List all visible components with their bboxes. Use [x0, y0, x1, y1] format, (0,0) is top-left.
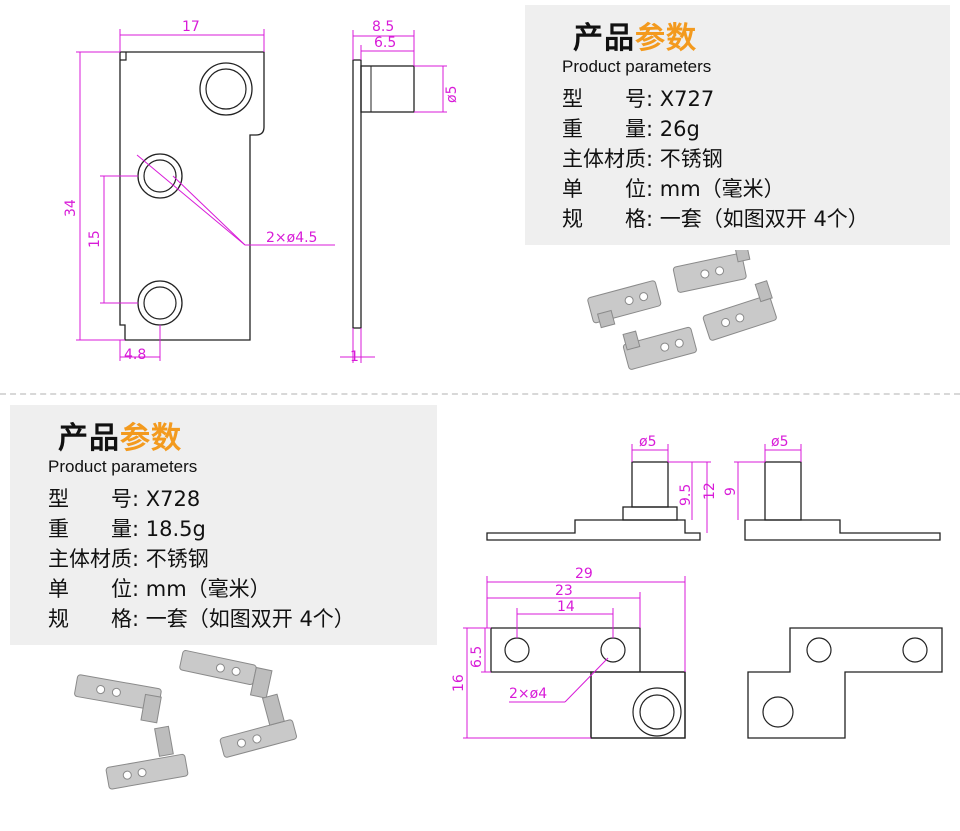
x728-row-model: 型 号: X728	[48, 483, 200, 513]
x728-planA-hole-1	[504, 637, 530, 663]
x728-planB-outline	[747, 627, 943, 739]
x728-product-photo	[74, 650, 297, 790]
x727-hole-1	[137, 153, 183, 199]
x728-row-material-value: 不锈钢	[145, 547, 209, 571]
x728-dim-width-holes: 14	[557, 599, 575, 615]
x727-side-pin	[360, 65, 415, 113]
x727-parameters-panel: 产品参数 Product parameters 型 号: X727 重 量: 2…	[525, 5, 950, 245]
x727-row-unit-label: 单 位:	[562, 177, 654, 201]
x727-row-material: 主体材质: 不锈钢	[562, 143, 723, 173]
x728-planA-outline	[491, 627, 686, 739]
x728-title-black: 产品	[58, 421, 120, 456]
x727-row-unit: 单 位: mm（毫米）	[562, 173, 785, 203]
x727-dim-holes: 2×ø4.5	[266, 230, 317, 246]
x728-title-orange: 参数	[120, 421, 182, 456]
x727-row-model: 型 号: X727	[562, 83, 714, 113]
x727-dim-pin-dia: ø5	[444, 86, 460, 103]
x728-row-weight-value: 18.5g	[145, 517, 206, 541]
x727-dim-width: 17	[182, 19, 200, 35]
x727-panel-subtitle: Product parameters	[562, 57, 712, 76]
x727-row-weight-label: 重 量:	[562, 117, 654, 141]
x727-row-material-label: 主体材质:	[562, 147, 654, 171]
x728-planB-pin	[762, 696, 794, 728]
x727-row-weight: 重 量: 26g	[562, 113, 700, 143]
x727-row-weight-value: 26g	[659, 117, 700, 141]
x728-row-unit-label: 单 位:	[48, 577, 140, 601]
x727-row-model-label: 型 号:	[562, 87, 654, 111]
x728-dim-pin-dia-a: ø5	[639, 434, 656, 450]
x728-row-model-label: 型 号:	[48, 487, 140, 511]
x728-dim-width-total: 29	[575, 566, 593, 582]
x728-row-spec: 规 格: 一套（如图双开 4个）	[48, 603, 355, 633]
x728-row-material-label: 主体材质:	[48, 547, 140, 571]
section-divider	[0, 393, 960, 395]
x728-parameters-panel: 产品参数 Product parameters 型 号: X728 重 量: 1…	[10, 405, 437, 645]
x727-dim-spacing: 15	[87, 230, 103, 248]
x727-title-black: 产品	[573, 21, 635, 56]
x727-dim-height: 34	[63, 199, 79, 217]
x728-dim-pin-h2: 12	[702, 482, 718, 500]
x728-dim-strip: 6.5	[469, 646, 485, 668]
x727-row-model-value: X727	[659, 87, 715, 111]
x728-dim-pin-h3: 9	[723, 487, 739, 496]
x727-product-photo	[587, 250, 777, 370]
x727-dim-thickness: 1	[350, 349, 359, 365]
x728-row-model-value: X728	[145, 487, 201, 511]
x727-dim-side-pin: 6.5	[374, 35, 396, 51]
x727-dim-edge: 4.8	[124, 347, 146, 363]
x727-row-spec-label: 规 格:	[562, 207, 654, 231]
x728-row-weight-label: 重 量:	[48, 517, 140, 541]
x728-panel-subtitle: Product parameters	[48, 457, 198, 476]
x728-sideB-base	[744, 519, 941, 541]
x728-dim-height: 16	[451, 674, 467, 692]
x728-technical-drawing: ø5 9.5 12 ø5 9	[451, 434, 943, 739]
x727-side-plate	[352, 59, 362, 329]
x728-dim-pin-h1: 9.5	[678, 484, 694, 506]
x727-row-spec-value: 一套（如图双开 4个）	[659, 207, 869, 231]
x727-row-material-value: 不锈钢	[659, 147, 723, 171]
x728-row-weight: 重 量: 18.5g	[48, 513, 206, 543]
x728-dim-width-mid: 23	[555, 583, 573, 599]
x728-row-spec-label: 规 格:	[48, 607, 140, 631]
x728-sideA-base	[486, 519, 701, 541]
x728-row-spec-value: 一套（如图双开 4个）	[145, 607, 355, 631]
x728-sideA-pin	[631, 461, 669, 508]
x728-dim-pin-dia-b: ø5	[771, 434, 788, 450]
x727-panel-title: 产品参数	[573, 13, 697, 57]
x727-pin-circle	[199, 62, 253, 116]
x727-row-unit-value: mm（毫米）	[659, 177, 785, 201]
x728-planA-pin	[632, 687, 682, 737]
x728-planB-hole-1	[806, 637, 832, 663]
x727-row-spec: 规 格: 一套（如图双开 4个）	[562, 203, 869, 233]
x727-title-orange: 参数	[635, 21, 697, 56]
x727-hole-2	[137, 280, 183, 326]
x728-dim-holes: 2×ø4	[509, 686, 547, 702]
x728-row-unit-value: mm（毫米）	[145, 577, 271, 601]
x727-plate-outline	[119, 51, 265, 341]
x727-dim-side-total: 8.5	[372, 19, 394, 35]
x728-row-material: 主体材质: 不锈钢	[48, 543, 209, 573]
x728-planA-hole-2	[600, 637, 626, 663]
x727-technical-drawing: 17 34 15 4.8 2×ø4.5 8.5 6.5 ø5 1	[63, 19, 460, 365]
x728-row-unit: 单 位: mm（毫米）	[48, 573, 271, 603]
x728-panel-title: 产品参数	[58, 413, 182, 457]
x728-sideB-pin	[764, 461, 802, 521]
x728-planB-hole-2	[902, 637, 928, 663]
